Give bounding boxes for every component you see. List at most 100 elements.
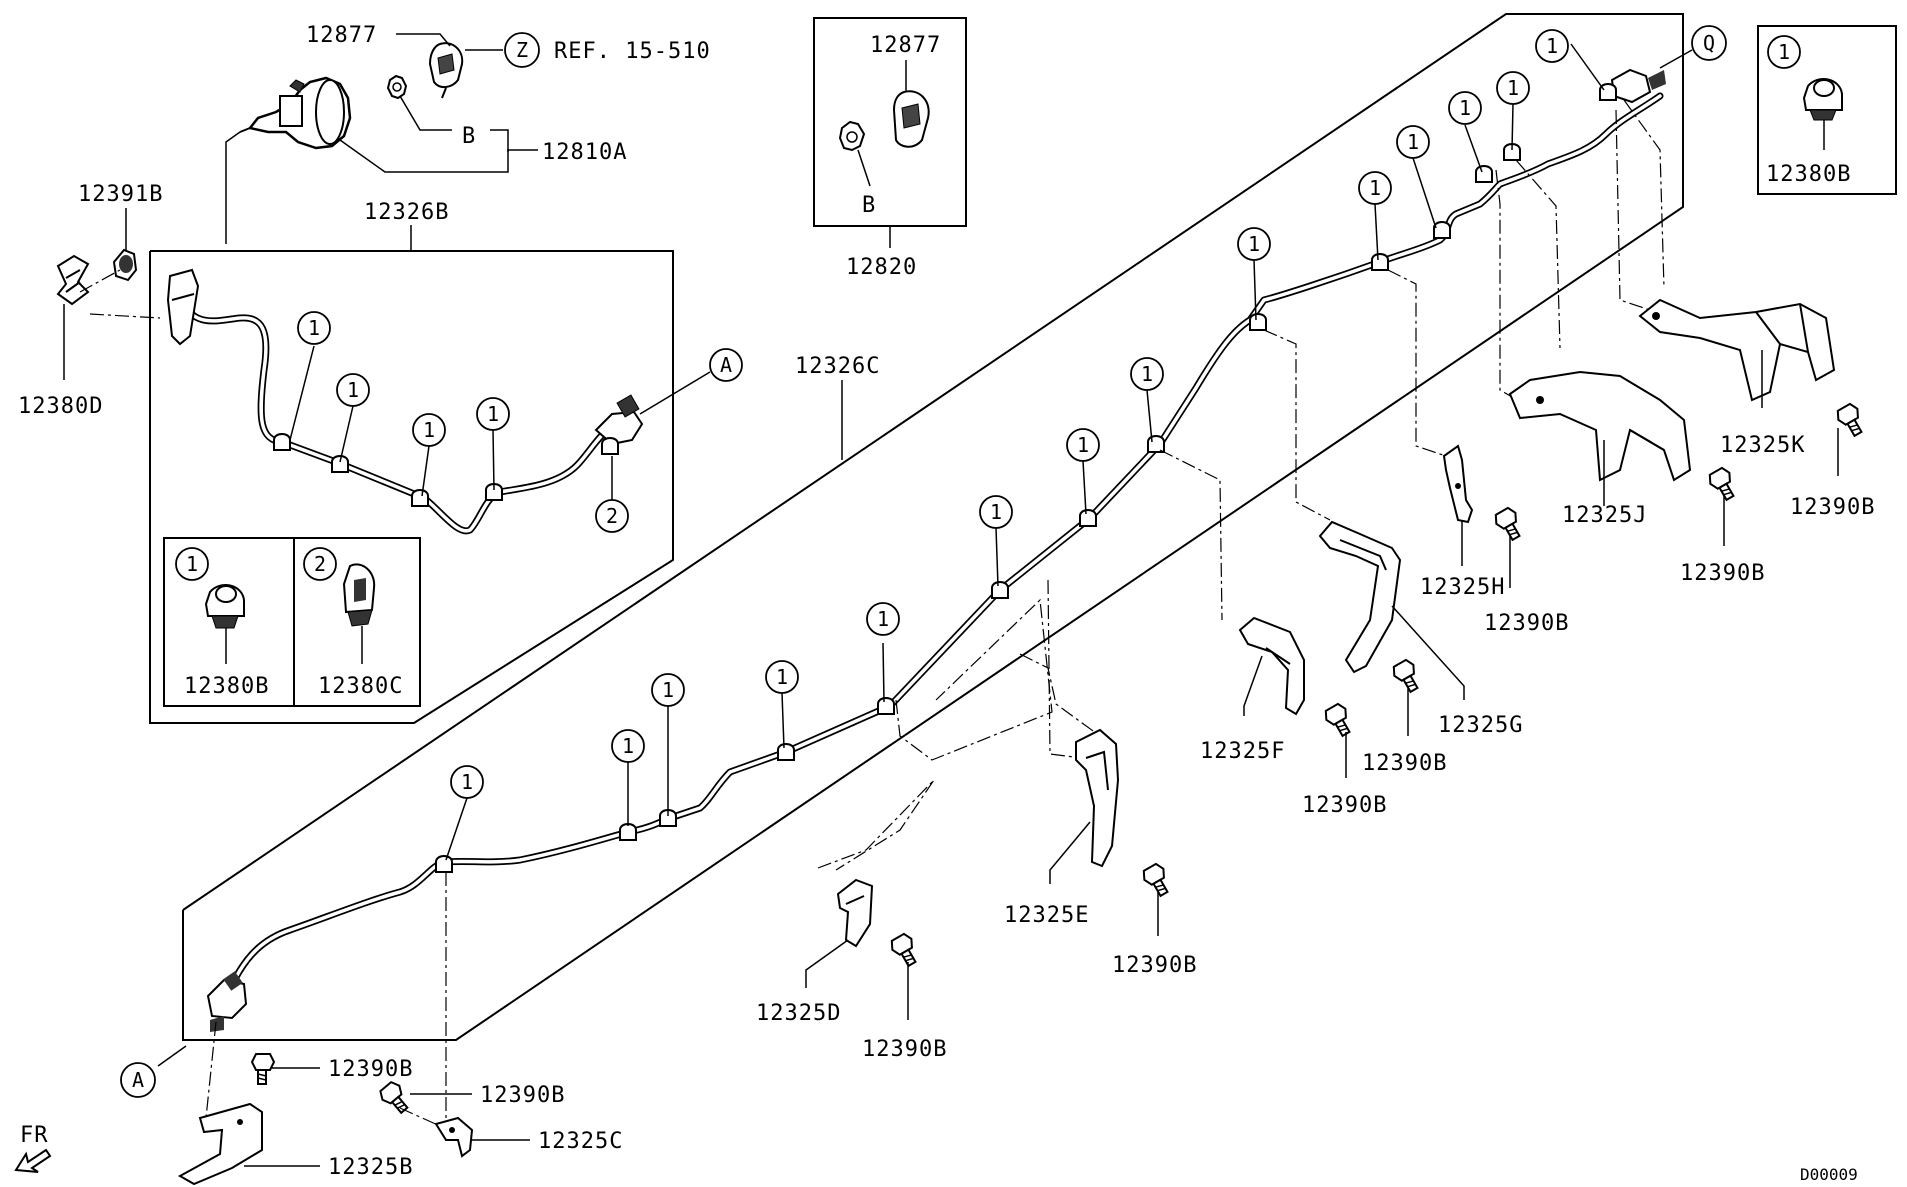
ref-q-label: Q xyxy=(1703,31,1715,55)
ref-z-label: Z xyxy=(516,38,528,62)
callout-1: 1 xyxy=(1767,35,1801,69)
fr-label: FR xyxy=(20,1123,49,1148)
clip-12380B-inset-tr: 1 12380B xyxy=(1757,25,1897,195)
assembly-box-12326C xyxy=(182,13,1684,1041)
callout-1: 1 xyxy=(1396,125,1430,159)
pipe-end-fitting-a-icon xyxy=(206,971,248,1032)
svg-text:1: 1 xyxy=(487,402,499,426)
callout-1: 1 xyxy=(1358,171,1392,205)
part-12380D-label: 12380D xyxy=(18,394,103,419)
ref-z-circle xyxy=(504,32,540,68)
b-top-label: B xyxy=(462,124,476,149)
part-12390B-f-label: 12390B xyxy=(1302,793,1387,818)
ref-a-label-bottom: A xyxy=(132,1068,144,1092)
callout-1: 1 xyxy=(1130,357,1164,391)
svg-text:1: 1 xyxy=(1141,362,1153,386)
svg-text:1: 1 xyxy=(662,678,674,702)
svg-text:1: 1 xyxy=(461,770,473,794)
callout-1: 1 xyxy=(866,602,900,636)
ref-15-510-label: REF. 15-510 xyxy=(554,39,711,64)
pipe-clip-icon xyxy=(435,855,453,873)
part-12325D-label: 12325D xyxy=(756,1001,841,1026)
part-12390B-g-label: 12390B xyxy=(1362,751,1447,776)
part-12390B-e-label: 12390B xyxy=(1112,953,1197,978)
grommet-12391B-icon xyxy=(112,248,138,282)
svg-text:1: 1 xyxy=(1077,433,1089,457)
part-12325G-label: 12325G xyxy=(1438,713,1523,738)
pipe-clip-icon xyxy=(331,455,349,473)
ref-q-circle xyxy=(1691,25,1727,61)
part-12390B-j-label: 12390B xyxy=(1680,561,1765,586)
pipe-clip-icon xyxy=(1249,313,1267,331)
svg-text:1: 1 xyxy=(1546,34,1558,58)
part-12877-box-label: 12877 xyxy=(870,33,941,58)
bracket-12325J-icon xyxy=(1508,370,1692,482)
bracket-12325C-icon xyxy=(434,1116,474,1158)
svg-text:1: 1 xyxy=(308,316,320,340)
svg-text:1: 1 xyxy=(1369,176,1381,200)
svg-text:2: 2 xyxy=(606,504,618,528)
part-12325H-label: 12325H xyxy=(1420,575,1505,600)
svg-text:1: 1 xyxy=(1407,130,1419,154)
clip-12877-icon xyxy=(892,90,930,148)
svg-text:1: 1 xyxy=(186,552,198,576)
clip-12877-top-icon xyxy=(428,42,464,99)
part-12325F-label: 12325F xyxy=(1200,739,1285,764)
part-12380C-inset-label: 12380C xyxy=(318,674,403,699)
callout-1: 1 xyxy=(1066,428,1100,462)
pipe-clip-icon xyxy=(1371,253,1389,271)
ref-a-circle-bottom xyxy=(120,1062,156,1098)
diagram-id-label: D00009 xyxy=(1800,1165,1858,1184)
part-12325E-label: 12325E xyxy=(1004,903,1089,928)
master-cylinder-group: Z REF. 15-510 12877 B 12810A 12391B 1238… xyxy=(18,23,711,419)
bolt-icon xyxy=(887,930,924,970)
front-arrow-icon xyxy=(14,1148,52,1173)
pipe-clip-icon xyxy=(411,489,429,507)
part-12877-top-label: 12877 xyxy=(306,23,377,48)
pipe-clip-icon xyxy=(1475,165,1493,183)
svg-text:1: 1 xyxy=(877,607,889,631)
bracket-12325D-icon xyxy=(836,878,874,948)
svg-text:1: 1 xyxy=(990,500,1002,524)
part-12391B-label: 12391B xyxy=(78,182,163,207)
bracket-12380D-icon xyxy=(56,254,90,306)
bracket-12325G-icon xyxy=(1318,520,1402,674)
washer-b-box-icon xyxy=(838,120,866,152)
part-12390B-h-label: 12390B xyxy=(1484,611,1569,636)
inset-box-12326B xyxy=(149,250,674,724)
callout-1: 1 xyxy=(476,397,510,431)
bolt-icon xyxy=(1833,400,1870,440)
svg-text:1: 1 xyxy=(1459,96,1471,120)
pipe-clip-icon xyxy=(1433,221,1451,239)
callout-1: 1 xyxy=(1237,227,1271,261)
part-12820-label: 12820 xyxy=(846,255,917,280)
part-12325K-label: 12325K xyxy=(1720,433,1805,458)
part-12326B-label: 12326B xyxy=(364,200,449,225)
callout-1: 1 xyxy=(412,413,446,447)
callout-1: 1 xyxy=(336,373,370,407)
svg-text:1: 1 xyxy=(622,734,634,758)
part-12390B-k-label: 12390B xyxy=(1790,495,1875,520)
bracket-12325B-icon xyxy=(177,1102,263,1186)
bracket-12325K-icon xyxy=(1638,298,1836,402)
svg-text:1: 1 xyxy=(1507,76,1519,100)
part-12390B-d-label: 12390B xyxy=(862,1037,947,1062)
clip-12380B-icon xyxy=(204,584,245,629)
pipe-clip-icon xyxy=(777,743,795,761)
callout-1: 1 xyxy=(765,660,799,694)
callout-1: 1 xyxy=(651,673,685,707)
part-12325C-label: 12325C xyxy=(538,1129,623,1154)
callout-1: 1 xyxy=(611,729,645,763)
union-fitting-icon xyxy=(594,394,644,446)
pipe-clip-icon xyxy=(601,437,619,455)
callout-1: 1 xyxy=(979,495,1013,529)
part-12380B-tr-label: 12380B xyxy=(1766,162,1851,187)
callout-1: 1 xyxy=(1496,71,1530,105)
callout-1: 1 xyxy=(450,765,484,799)
part-12325J-label: 12325J xyxy=(1562,503,1647,528)
pipe-clip-icon xyxy=(1147,435,1165,453)
pipe-clip-icon xyxy=(877,697,895,715)
part-12380B-inset-label: 12380B xyxy=(184,674,269,699)
svg-text:1: 1 xyxy=(1778,40,1790,64)
part-12810A-label: 12810A xyxy=(542,140,627,165)
